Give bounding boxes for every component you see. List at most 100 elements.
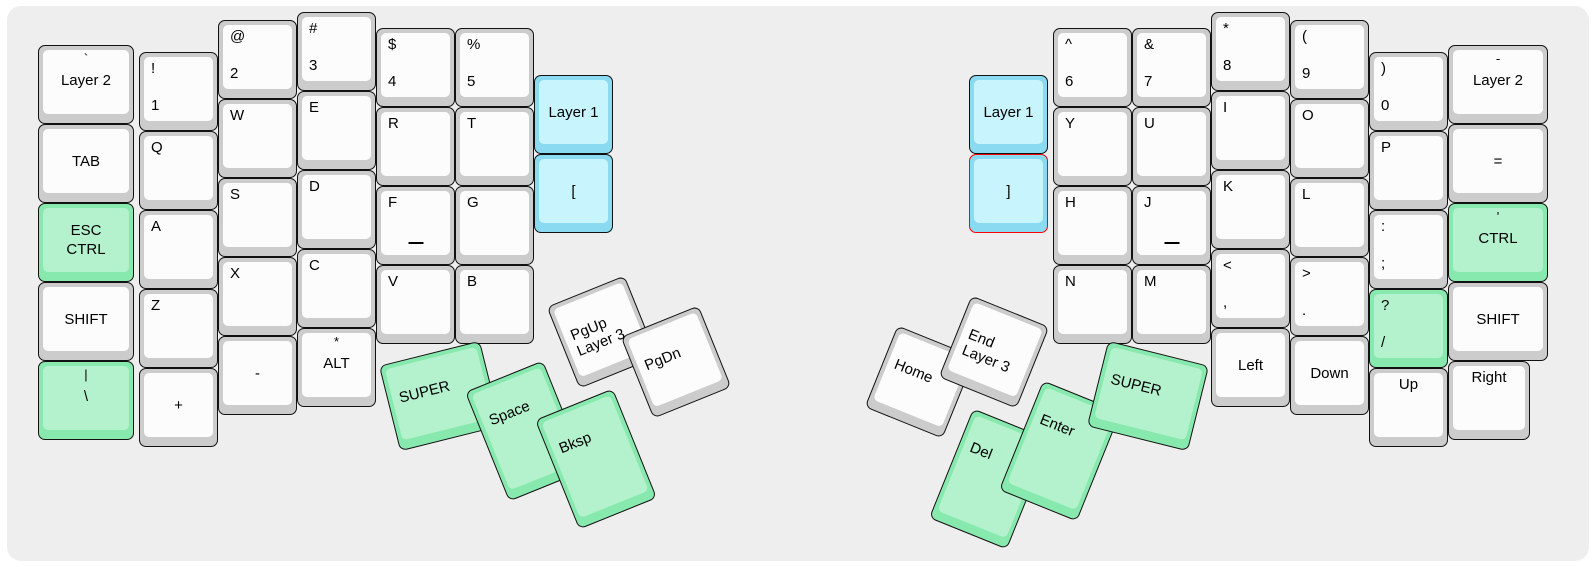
key-5[interactable]: %5 [455, 28, 534, 107]
keycap-surface: S [223, 183, 292, 247]
key-legend-main: Layer 2 [1472, 72, 1524, 89]
key-legend-main: ESC [70, 222, 102, 239]
key-e[interactable]: E [297, 91, 376, 170]
key-4[interactable]: $4 [376, 28, 455, 107]
key-a[interactable]: A [139, 210, 218, 289]
key-down[interactable]: Down [1290, 336, 1369, 415]
key-3[interactable]: #3 [297, 12, 376, 91]
key-pipe-backslash[interactable]: |\ [38, 361, 134, 440]
key-l[interactable]: L [1290, 178, 1369, 257]
key-n[interactable]: N [1053, 265, 1132, 344]
key-tab[interactable]: TAB [38, 124, 134, 203]
key-bracket-left[interactable]: [ [534, 154, 613, 233]
keycap-surface: TAB [43, 129, 129, 193]
key-legend-main: \ [83, 388, 89, 405]
key-g[interactable]: G [455, 186, 534, 265]
keycap-surface: Layer 1 [974, 80, 1043, 144]
key-up[interactable]: Up [1369, 368, 1448, 447]
key-legend-main: CTRL [1478, 230, 1518, 247]
keycap-surface: Q [144, 136, 213, 200]
key-layer1-left[interactable]: Layer 1 [534, 75, 613, 154]
key-left[interactable]: Left [1211, 328, 1290, 407]
key-legend-main: SHIFT [1476, 310, 1520, 328]
key-minus[interactable]: - [218, 336, 297, 415]
keycap-surface: [ [539, 159, 608, 223]
key-layer2-grave[interactable]: `Layer 2 [38, 45, 134, 124]
key-m[interactable]: M [1132, 265, 1211, 344]
key-s[interactable]: S [218, 178, 297, 257]
key-legend-top: ? [1381, 297, 1390, 314]
key-plus[interactable]: + [139, 368, 218, 447]
keycap-surface: G [460, 191, 529, 255]
key-6[interactable]: ^6 [1053, 28, 1132, 107]
key-shift-right[interactable]: SHIFT [1448, 282, 1548, 361]
key-layer2-minus[interactable]: -Layer 2 [1448, 45, 1548, 124]
key-z[interactable]: Z [139, 289, 218, 368]
key-v[interactable]: V [376, 265, 455, 344]
key-9[interactable]: (9 [1290, 20, 1369, 99]
key-legend-main: 7 [1144, 73, 1153, 90]
key-alt[interactable]: *ALT [297, 328, 376, 407]
key-1[interactable]: !1 [139, 52, 218, 131]
key-d[interactable]: D [297, 170, 376, 249]
key-legend-top: Y [1065, 115, 1076, 132]
key-layer1-right[interactable]: Layer 1 [969, 75, 1048, 154]
key-f[interactable]: F [376, 186, 455, 265]
key-u[interactable]: U [1132, 107, 1211, 186]
key-k[interactable]: K [1211, 170, 1290, 249]
key-legend-main: Enter [1037, 411, 1078, 441]
key-legend-main: . [1302, 302, 1307, 319]
key-y[interactable]: Y [1053, 107, 1132, 186]
keycap-surface: &7 [1137, 33, 1206, 97]
key-comma[interactable]: <, [1211, 249, 1290, 328]
key-p[interactable]: P [1369, 131, 1448, 210]
keycap-surface: V [381, 270, 450, 334]
key-o[interactable]: O [1290, 99, 1369, 178]
homing-bar-icon [1164, 242, 1179, 244]
key-7[interactable]: &7 [1132, 28, 1211, 107]
key-legend-main: + [174, 396, 183, 414]
keycap-surface: SHIFT [1453, 287, 1543, 351]
key-legend-main: Layer 1 [983, 103, 1034, 121]
key-w[interactable]: W [218, 99, 297, 178]
key-q[interactable]: Q [139, 131, 218, 210]
key-right[interactable]: Right [1448, 361, 1530, 440]
key-slash[interactable]: ?/ [1369, 289, 1448, 368]
key-legend-top: * [1223, 20, 1229, 37]
key-8[interactable]: *8 [1211, 12, 1290, 91]
key-legend-top: U [1144, 115, 1155, 132]
key-legend-top: ( [1302, 28, 1307, 45]
key-equals[interactable]: = [1448, 124, 1548, 203]
keycap-surface: D [302, 175, 371, 239]
key-j[interactable]: J [1132, 186, 1211, 265]
key-semicolon[interactable]: :; [1369, 210, 1448, 289]
key-h[interactable]: H [1053, 186, 1132, 265]
key-period[interactable]: >. [1290, 257, 1369, 336]
keycap-surface: J [1137, 191, 1206, 255]
keycap-surface: O [1295, 104, 1364, 168]
key-x[interactable]: X [218, 257, 297, 336]
key-legend-main: Right [1471, 369, 1507, 386]
key-2[interactable]: @2 [218, 20, 297, 99]
key-legend-top: $ [388, 36, 397, 53]
keycap-surface: *ALT [302, 333, 371, 397]
key-legend-main: = [1493, 152, 1503, 170]
key-legend-top: E [309, 99, 320, 116]
key-r[interactable]: R [376, 107, 455, 186]
key-legend-main: Left [1237, 356, 1264, 374]
key-c[interactable]: C [297, 249, 376, 328]
key-t[interactable]: T [455, 107, 534, 186]
key-b[interactable]: B [455, 265, 534, 344]
key-legend-top: J [1144, 194, 1152, 211]
key-legend-main: End Layer 3 [959, 325, 1013, 377]
key-shift[interactable]: SHIFT [38, 282, 134, 361]
keycap-surface: :; [1374, 215, 1443, 279]
keycap-surface: @2 [223, 25, 292, 89]
key-quote-ctrl[interactable]: 'CTRL [1448, 203, 1548, 282]
key-i[interactable]: I [1211, 91, 1290, 170]
key-legend-main: 0 [1381, 97, 1390, 114]
key-0[interactable]: )0 [1369, 52, 1448, 131]
key-bracket-right[interactable]: ] [969, 154, 1048, 233]
